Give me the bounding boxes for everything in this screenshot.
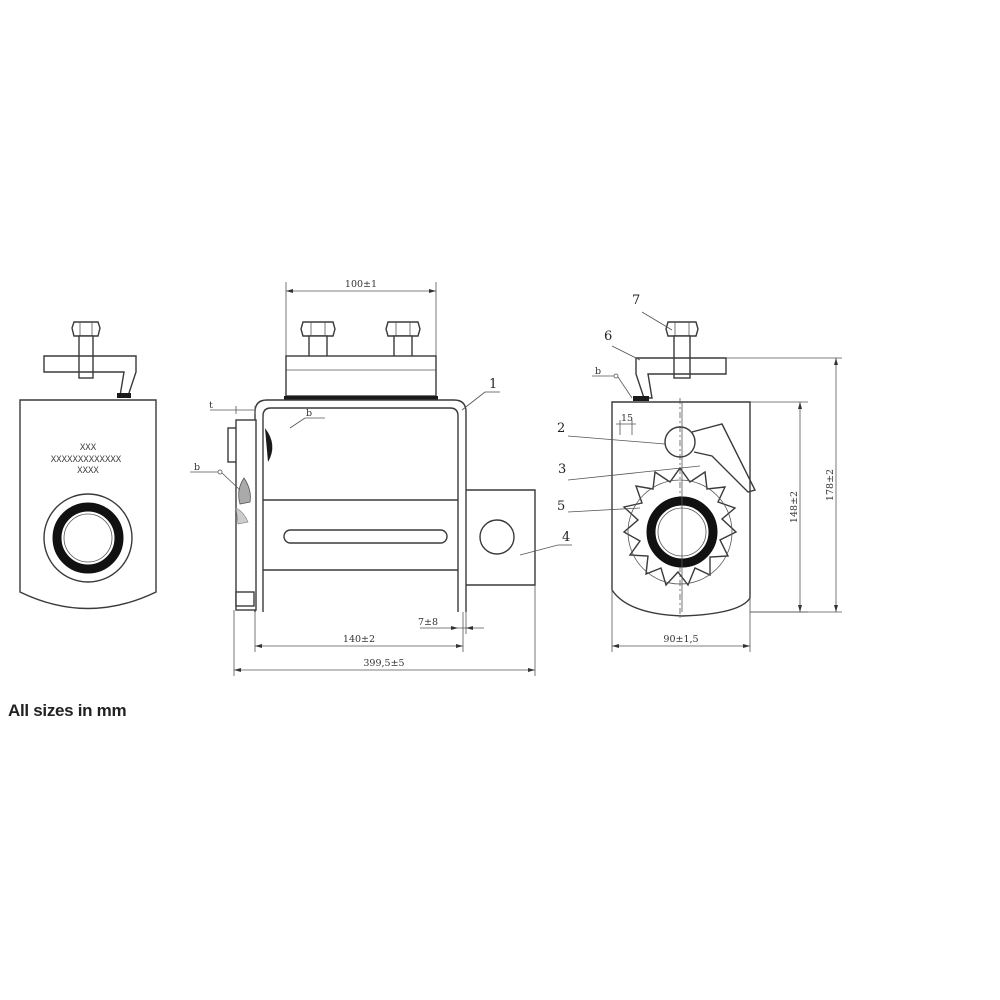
- part-number-7: 7: [632, 293, 640, 308]
- left-bolt-shank: [78, 335, 94, 379]
- part-number-3: 3: [558, 462, 566, 477]
- left-view: XXX XXXXXXXXXXXXX XXXX: [19, 321, 157, 610]
- ratchet-wheel: [622, 466, 738, 587]
- weld-symbol-left: b: [194, 462, 200, 473]
- part-number-5: 5: [557, 499, 565, 514]
- u-frame: [254, 399, 467, 612]
- dim-top-width: 100±1: [345, 279, 377, 290]
- nameplate-line-1: XXX: [80, 443, 97, 453]
- dim-overall-width: 399,5±5: [363, 658, 404, 669]
- dim-clearance: 7±8: [418, 617, 438, 628]
- left-boss: [43, 493, 133, 583]
- right-view: 7 6 2 3 5 b 15 90±1,5 148±2: [557, 293, 842, 652]
- part-number-6: 6: [604, 329, 612, 344]
- dim-thickness: t: [209, 400, 213, 411]
- weld-symbol-right: b: [595, 366, 601, 377]
- left-plate: [19, 399, 157, 610]
- right-body: [611, 401, 751, 617]
- lug-hole: [479, 519, 515, 555]
- right-bolt-shank: [673, 335, 691, 379]
- right-lug: [466, 489, 536, 586]
- center-slot: [283, 529, 448, 544]
- dim-offset: 15: [621, 413, 633, 424]
- left-bolt-head: [71, 321, 101, 337]
- nameplate-line-3: XXXX: [77, 466, 99, 476]
- weld-symbol-top: b: [306, 408, 312, 419]
- units-note: All sizes in mm: [8, 701, 127, 720]
- nameplate-line-2: XXXXXXXXXXXXX: [51, 455, 122, 465]
- part-number-1: 1: [489, 377, 497, 392]
- dim-side-width: 90±1,5: [663, 634, 698, 645]
- part-number-2: 2: [557, 421, 565, 436]
- left-bore-ring: [52, 502, 124, 574]
- dim-height-overall: 178±2: [825, 469, 836, 501]
- part-number-4: 4: [562, 530, 570, 545]
- dim-inner-width: 140±2: [343, 634, 375, 645]
- pawl: [691, 423, 757, 493]
- center-view: 100±1 1 4: [190, 279, 572, 676]
- center-clamp-block: [285, 355, 437, 397]
- pin: [664, 426, 696, 458]
- dim-height-inner: 148±2: [789, 491, 800, 523]
